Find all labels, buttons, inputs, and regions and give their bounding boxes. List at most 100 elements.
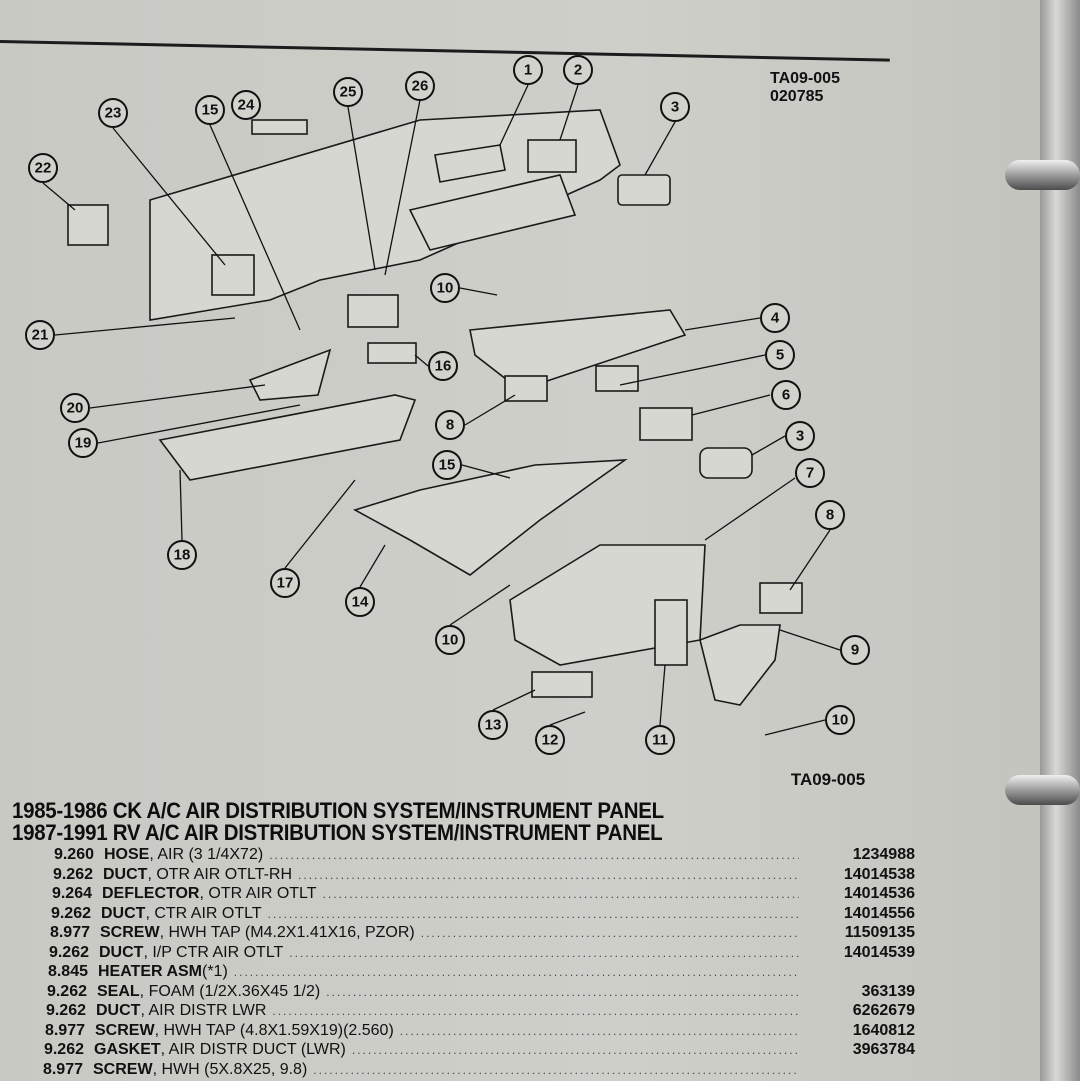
part-number: 11509135	[844, 924, 915, 941]
callout-number: 20	[67, 400, 84, 417]
part-number: 363139	[861, 982, 915, 1000]
part-name: DUCT	[103, 865, 148, 883]
callout-circle	[98, 98, 128, 128]
callout-circle	[428, 351, 458, 381]
callout-19: 19	[68, 428, 98, 458]
callout-8: 8	[815, 500, 845, 530]
callout-26: 26	[405, 71, 435, 101]
part-name: GASKET	[94, 1041, 161, 1058]
callout-21: 21	[25, 320, 55, 350]
callout-number: 9	[851, 642, 859, 659]
callout-number: 13	[485, 717, 502, 734]
leader-dots	[313, 1063, 799, 1077]
group-number: 9.262	[50, 904, 91, 922]
callout-number: 12	[542, 732, 559, 749]
gasket-part	[654, 599, 688, 666]
outer-duct-part	[527, 139, 577, 173]
callout-18: 18	[167, 540, 197, 570]
part-name: DEFLECTOR	[102, 885, 200, 902]
group-number: 9.260	[53, 846, 94, 863]
part-description: , AIR (3 1/4X72)	[149, 846, 264, 863]
callout-circle	[435, 625, 465, 655]
callout-15: 15	[195, 95, 225, 125]
upper-duct-part	[469, 309, 687, 391]
callout-3: 3	[660, 92, 690, 122]
callout-10: 10	[825, 705, 855, 735]
part-number: 1640812	[852, 1021, 915, 1039]
callout-number: 3	[796, 428, 804, 445]
callout-number: 26	[412, 78, 429, 95]
group-number: 9.264	[51, 885, 92, 902]
part-number: 14014538	[843, 865, 915, 883]
deflector-rh-part	[699, 447, 753, 479]
date-code: 020785	[770, 88, 824, 105]
callout-circle	[28, 153, 58, 183]
callout-circle	[478, 710, 508, 740]
section-title: 1985-1986 CK A/C AIR DISTRIBUTION SYSTEM…	[12, 798, 664, 823]
part-name: SCREW	[93, 1060, 153, 1078]
callout-number: 4	[771, 310, 780, 327]
callout-number: 24	[238, 97, 255, 114]
callout-circle	[760, 303, 790, 333]
callout-13: 13	[478, 710, 508, 740]
group-number: 9.262	[52, 865, 93, 883]
callout-number: 21	[32, 327, 49, 344]
callout-number: 8	[446, 417, 454, 434]
callout-7: 7	[795, 458, 825, 488]
callout-number: 19	[75, 435, 92, 452]
callout-1: 1	[513, 55, 543, 85]
callout-number: 2	[574, 62, 582, 79]
part-number: 6262679	[852, 1002, 915, 1019]
callout-circle	[435, 410, 465, 440]
callout-circle	[645, 725, 675, 755]
deflector-part	[617, 174, 671, 206]
group-number: 9.262	[45, 1002, 86, 1019]
part-name: HOSE	[104, 846, 150, 863]
lower-duct-part	[158, 394, 417, 481]
section-title: 1987-1991 RV A/C AIR DISTRIBUTION SYSTEM…	[12, 820, 663, 845]
group-number: 8.977	[44, 1021, 85, 1039]
callout-10: 10	[430, 273, 460, 303]
part-description: , CTR AIR OTLT	[145, 904, 262, 922]
callout-15: 15	[432, 450, 462, 480]
figure-caption: TA09-005	[791, 770, 865, 789]
callout-circle	[785, 421, 815, 451]
part-number: 1234988	[852, 846, 915, 863]
binder-ring-top	[1005, 160, 1080, 190]
callout-number: 10	[437, 280, 454, 297]
callout-23: 23	[98, 98, 128, 128]
callout-circle	[68, 428, 98, 458]
callout-circle	[535, 725, 565, 755]
leader-dots	[326, 985, 799, 999]
lower-left-duct-part	[248, 348, 332, 401]
callout-number: 18	[174, 547, 191, 564]
callout-10: 10	[435, 625, 465, 655]
callout-16: 16	[428, 351, 458, 381]
callout-circle	[345, 587, 375, 617]
side-vent-part	[67, 204, 109, 246]
leader-dots	[269, 848, 799, 862]
callout-circle	[660, 92, 690, 122]
callout-4: 4	[760, 303, 790, 333]
hose-part	[434, 144, 506, 183]
group-number: 9.262	[46, 982, 87, 1000]
callout-number: 23	[105, 105, 122, 122]
callout-number: 7	[806, 465, 814, 482]
callout-circle	[563, 55, 593, 85]
callout-circle	[231, 90, 261, 120]
duct-rh-part	[639, 407, 693, 441]
callout-number: 14	[352, 594, 369, 611]
part-description: , OTR AIR OTLT	[199, 885, 317, 902]
callout-20: 20	[60, 393, 90, 423]
callout-circle	[167, 540, 197, 570]
air-distr-part	[699, 624, 781, 706]
callout-circle	[432, 450, 462, 480]
center-outlet-part	[367, 342, 417, 364]
leader-dots	[352, 1043, 799, 1057]
